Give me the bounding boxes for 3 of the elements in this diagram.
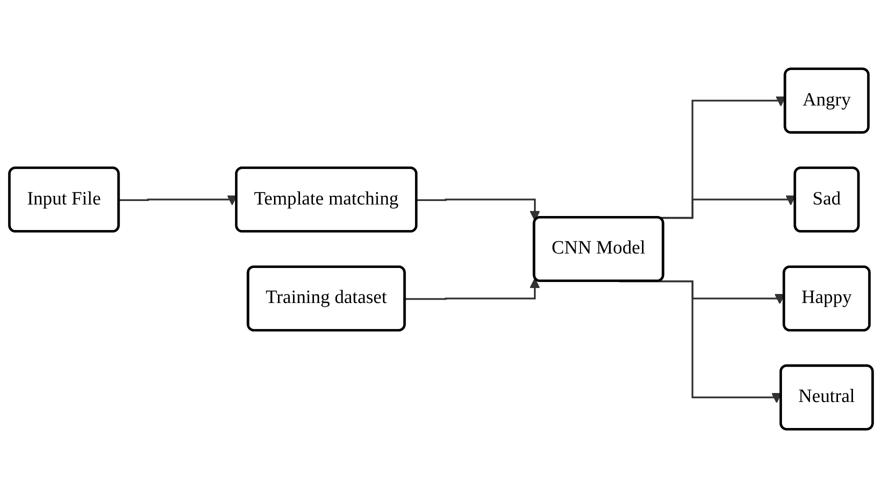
arrow xyxy=(119,194,238,206)
arrow xyxy=(416,198,540,221)
arrow xyxy=(405,278,540,300)
